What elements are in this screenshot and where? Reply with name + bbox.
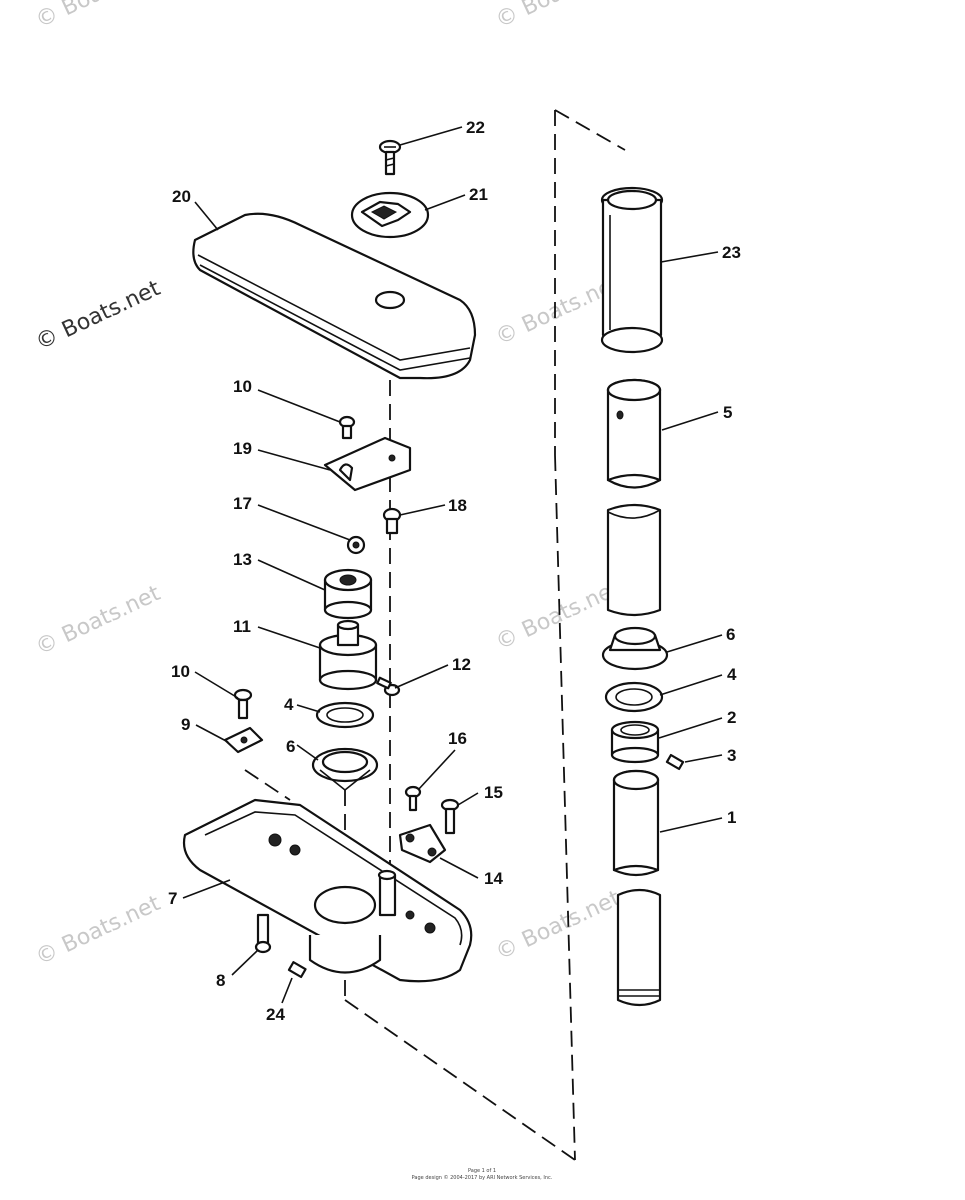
watermark: © Boats.net xyxy=(32,0,165,33)
part-9-nutplate xyxy=(223,726,264,754)
part-20-cover xyxy=(192,212,477,380)
part-7-base xyxy=(182,798,473,983)
part-13-rotor xyxy=(323,568,373,620)
callout-23: 23 xyxy=(722,243,741,262)
part-22-screw xyxy=(378,139,402,176)
callout-20: 20 xyxy=(172,187,191,206)
watermark: © Boats.net xyxy=(32,891,165,971)
callout-22: 22 xyxy=(466,118,485,137)
part-2-collar xyxy=(610,720,660,764)
callout-3: 3 xyxy=(727,746,736,765)
part-4-bearing xyxy=(604,681,664,713)
callout-9: 9 xyxy=(181,715,190,734)
callout-10-upper: 10 xyxy=(233,377,252,396)
callout-21: 21 xyxy=(469,185,488,204)
callout-11: 11 xyxy=(233,617,251,636)
part-1-shaft xyxy=(612,769,660,877)
part-18-terminal xyxy=(382,507,402,535)
callout-8: 8 xyxy=(216,971,225,990)
part-6-race-left xyxy=(311,747,379,792)
callout-6-left: 6 xyxy=(286,737,295,756)
part-12-screw xyxy=(376,676,401,697)
callout-10-lower: 10 xyxy=(171,662,190,681)
callout-17: 17 xyxy=(233,494,252,513)
callout-4-left: 4 xyxy=(284,695,294,714)
callout-14: 14 xyxy=(484,869,503,888)
part-6-race xyxy=(601,626,669,671)
part-4-bearing-left xyxy=(315,701,375,729)
part-17-washer xyxy=(346,535,366,555)
callout-5: 5 xyxy=(723,403,732,422)
part-5-tube-lower xyxy=(606,503,662,617)
part-10-screw-upper xyxy=(338,415,356,440)
callout-4-right: 4 xyxy=(727,665,737,684)
part-5-tube xyxy=(606,378,662,489)
part-15-screw xyxy=(440,798,460,835)
watermark: © Boats.net xyxy=(492,886,625,966)
part-11-switch xyxy=(318,619,378,691)
watermark: © Boats.net xyxy=(32,581,165,661)
callout-2: 2 xyxy=(727,708,736,727)
callout-16: 16 xyxy=(448,729,467,748)
part-14-block xyxy=(398,823,447,864)
callouts: 22 21 20 23 5 10 19 17 18 13 11 12 10 4 … xyxy=(168,118,741,1024)
leader-lines xyxy=(182,126,723,1004)
callout-13: 13 xyxy=(233,550,252,569)
footer-page: Page 1 of 1 xyxy=(468,1168,496,1174)
callout-19: 19 xyxy=(233,439,252,458)
footer: Page 1 of 1 Page design © 2004-2017 by A… xyxy=(412,1168,553,1181)
callout-24: 24 xyxy=(266,1005,285,1024)
part-10-screw-lower xyxy=(233,688,253,720)
part-8-screw xyxy=(254,913,272,954)
watermark: © Boats.net xyxy=(492,0,625,33)
part-19-bracket xyxy=(323,436,412,492)
watermark: © Boats.net xyxy=(32,276,165,356)
part-24-setscrew xyxy=(287,961,307,979)
callout-18: 18 xyxy=(448,496,467,515)
callout-15: 15 xyxy=(484,783,503,802)
part-3-setscrew xyxy=(665,753,685,771)
footer-copyright: Page design © 2004-2017 by ARI Network S… xyxy=(412,1174,553,1181)
callout-7: 7 xyxy=(168,889,177,908)
part-16-screw xyxy=(404,785,422,812)
callout-6-right: 6 xyxy=(726,625,735,644)
part-21-emblem xyxy=(350,191,430,239)
part-23-grip xyxy=(600,186,664,354)
part-1-shaft-lower xyxy=(616,888,662,1007)
callout-12: 12 xyxy=(452,655,471,674)
callout-1: 1 xyxy=(727,808,736,827)
